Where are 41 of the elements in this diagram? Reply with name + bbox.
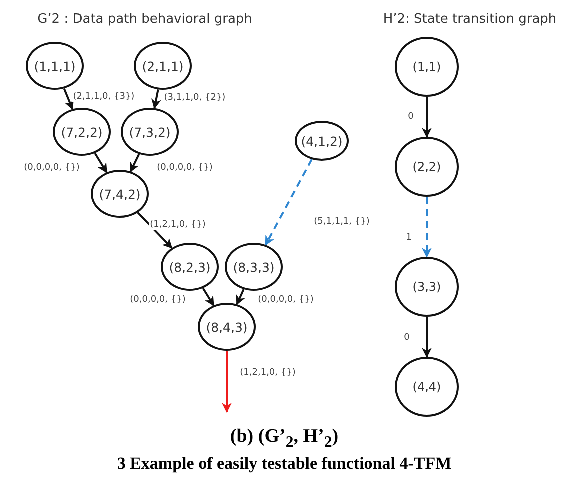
subfigure-caption: (b) (G’$_{2}$, H’$_{2}$): [229, 426, 340, 452]
edge-label: 1: [405, 233, 413, 243]
graph-node: (8,3,3): [225, 243, 283, 291]
edge-label: (1,2,1,0, {}): [239, 368, 297, 378]
state-node: (2,2): [395, 137, 459, 197]
state-node: (3,3): [395, 257, 459, 317]
arrow: [222, 351, 232, 413]
arrow: [152, 90, 162, 110]
graph-node: (4,1,2): [295, 121, 349, 161]
dashed-arrow: [264, 159, 313, 246]
graph-node: (7,4,2): [91, 170, 149, 218]
state-node: (4,4): [395, 357, 459, 417]
edge-label: 0: [407, 112, 415, 122]
edge-label: (0,0,0,0, {}): [156, 163, 214, 173]
edge-label: 0: [403, 333, 411, 343]
arrow: [236, 289, 246, 306]
arrow: [63, 88, 74, 110]
arrow: [422, 97, 432, 138]
edge-label: (0,0,0,0, {}): [257, 295, 315, 305]
arrow: [130, 154, 140, 173]
edge-label: (3,1,1,0, {2}): [163, 93, 227, 103]
state-node: (1,1): [395, 37, 459, 97]
figure-caption: 3 Example of easily testable functional 4-TFM: [116, 454, 453, 474]
graph-heading: G’2 : Data path behavioral graph: [38, 12, 252, 27]
edge-label: (5,1,1,1, {}): [313, 217, 371, 227]
graph-node: (8,4,3): [198, 303, 256, 351]
edge-label: (0,0,0,0, {}): [23, 163, 81, 173]
edge-label: (1,2,1,0, {}): [149, 220, 207, 230]
arrow: [137, 212, 173, 249]
graph-node: (1,1,1): [26, 42, 84, 90]
arrow: [202, 288, 215, 306]
graph-node: (7,2,2): [53, 108, 111, 156]
graph-heading: H’2: State transition graph: [383, 12, 557, 27]
edge-label: (2,1,1,0, {3}): [72, 92, 136, 102]
arrow: [94, 152, 108, 174]
graph-node: (8,2,3): [161, 243, 219, 291]
edge-label: (0,0,0,0, {}): [129, 295, 187, 305]
graph-node: (7,3,2): [121, 108, 179, 156]
dashed-arrow: [422, 197, 432, 258]
graph-node: (2,1,1): [134, 42, 192, 90]
arrow: [422, 317, 432, 358]
